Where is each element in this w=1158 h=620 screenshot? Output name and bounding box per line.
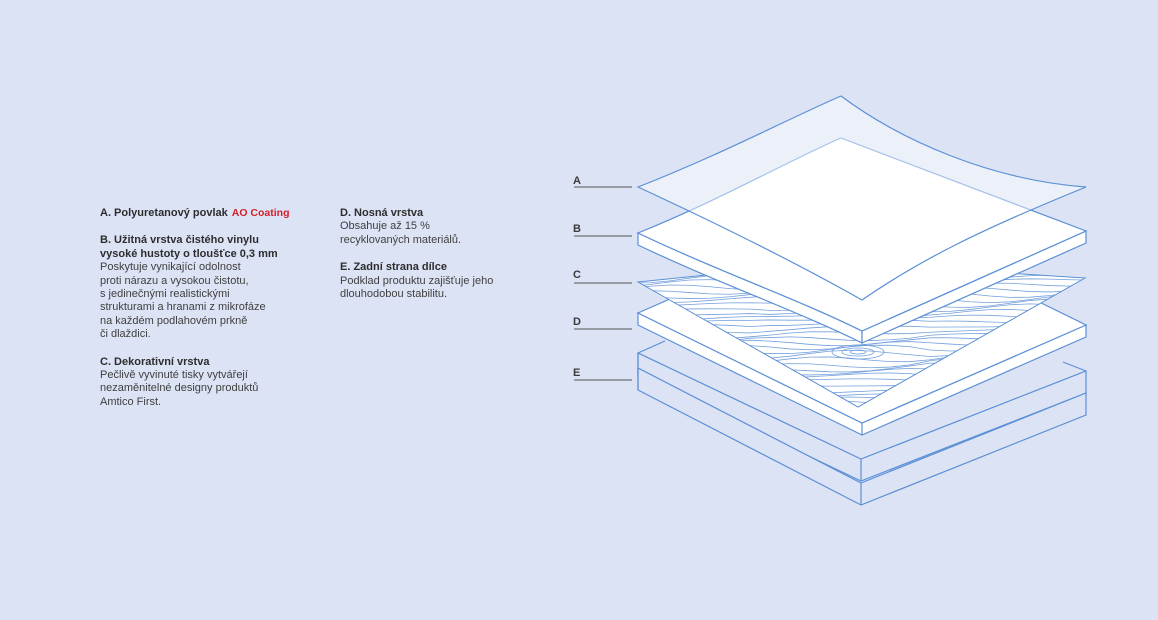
legend-item-d: D. Nosná vrstva Obsahuje až 15 % recyklo… <box>340 207 540 247</box>
legend-item-e: E. Zadní strana dílce Podklad produktu z… <box>340 261 540 301</box>
diagram-label-a: A <box>573 175 581 187</box>
layer-e-lower-slab <box>637 367 1087 506</box>
diagram-label-b: B <box>573 223 581 235</box>
wood-knot <box>849 349 867 355</box>
legend-c-title: C. Dekorativní vrstva <box>100 355 210 368</box>
diagram-label-e: E <box>573 367 580 379</box>
label-lines <box>574 186 632 381</box>
legend-item-b: B. Užitná vrstva čistého vinylu vysoké h… <box>100 234 330 341</box>
legend-e-title: E. Zadní strana dílce <box>340 261 447 274</box>
diagram-label-d: D <box>573 316 581 328</box>
legend-d-body: Obsahuje až 15 % recyklovaných materiálů… <box>340 220 462 246</box>
legend-c-body: Pečlivě vyvinuté tisky vytvářejí nezaměn… <box>100 369 259 408</box>
wood-knot <box>831 344 885 360</box>
legend-b-title: B. Užitná vrstva čistého vinylu vysoké h… <box>100 234 278 260</box>
ao-coating-badge: AO Coating <box>231 207 290 219</box>
layer-a <box>636 95 1087 301</box>
legend-right-column: D. Nosná vrstva Obsahuje až 15 % recyklo… <box>340 207 540 315</box>
wood-knot <box>841 347 875 357</box>
legend-d-title: D. Nosná vrstva <box>340 207 424 219</box>
legend-item-c: C. Dekorativní vrstva Pečlivě vyvinuté t… <box>100 356 330 410</box>
legend-a-title: A. Polyuretanový povlak <box>100 207 228 219</box>
diagram-label-c: C <box>573 269 581 281</box>
legend-b-body: Poskytuje vynikající odolnost proti nára… <box>100 261 266 341</box>
layer-b <box>636 137 1088 344</box>
legend-e-body: Podklad produktu zajišťuje jeho dlouhodo… <box>340 274 494 301</box>
layer-diagram: A B C D E <box>573 95 1088 506</box>
